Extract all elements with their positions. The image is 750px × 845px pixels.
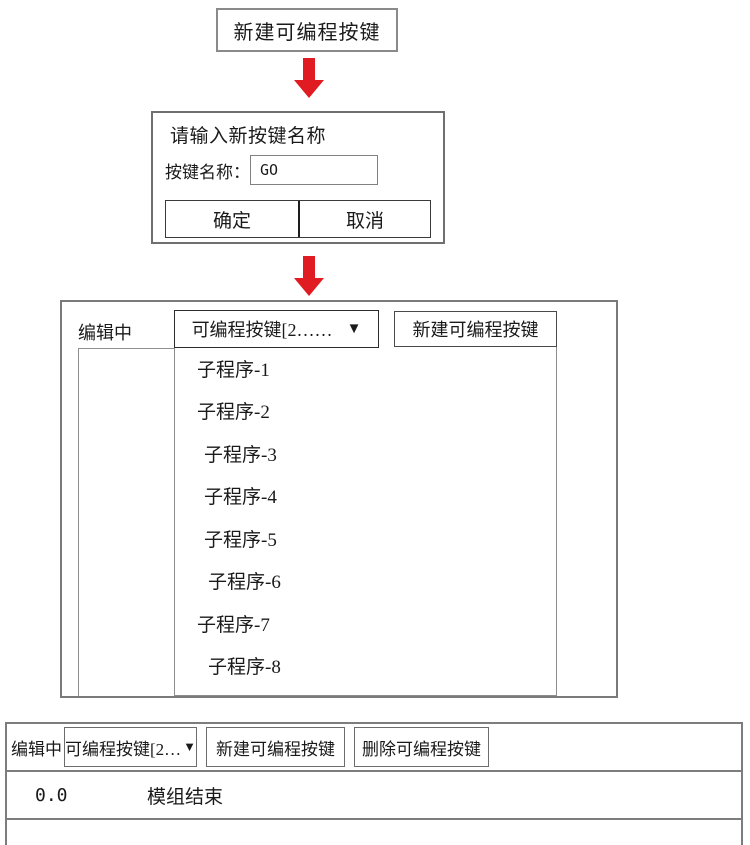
list-item-label: 子程序-1 [197,359,270,381]
chevron-down-icon: ▼ [346,320,362,337]
new-programmable-key-label: 新建可编程按键 [233,21,381,44]
programmable-key-dropdown[interactable]: 可编程按键[2…… ▼ [174,310,379,348]
arrow-down-icon [292,58,326,98]
list-item[interactable]: 子程序-7 [175,602,556,645]
key-name-input-value: GO [260,161,279,179]
arrow-shaft [303,256,315,278]
panel-status-label: 编辑中 [78,323,132,343]
programmable-key-dropdown-list[interactable]: 子程序-1 子程序-2 子程序-3 子程序-4 子程序-5 子程序-6 子程序-… [174,347,557,696]
confirm-button[interactable]: 确定 [166,201,298,237]
bottom-programmable-key-dropdown-value: 可编程按键[2… [64,739,182,759]
bottom-toolbar: 编辑中 可编程按键[2… ▼ 新建可编程按键 删除可编程按键 [5,722,743,772]
panel-new-programmable-key-label: 新建可编程按键 [412,320,539,340]
list-item[interactable]: 子程序-2 [175,390,556,433]
list-item-label: 子程序-5 [204,529,277,551]
dialog-button-bar: 确定 取消 [165,200,431,238]
list-item[interactable]: 子程序-8 [175,645,556,688]
arrow-shaft [303,58,315,80]
confirm-button-label: 确定 [212,210,251,232]
arrow-head [294,278,324,296]
arrow-down-icon [292,256,326,296]
list-item-label: 子程序-4 [204,487,277,509]
list-item[interactable]: 子程序-1 [175,347,556,390]
cancel-button-label: 取消 [345,210,384,232]
program-row-module-end[interactable]: 0.0 模组结束 [5,772,743,820]
panel-new-programmable-key-button[interactable]: 新建可编程按键 [394,311,557,347]
cancel-button[interactable]: 取消 [298,201,430,237]
bottom-new-programmable-key-label: 新建可编程按键 [216,739,335,759]
list-item-label: 子程序-8 [208,657,281,679]
list-item[interactable]: 子程序-3 [175,432,556,475]
list-item[interactable]: 子程序-5 [175,517,556,560]
bottom-delete-programmable-key-label: 删除可编程按键 [362,739,481,759]
list-item[interactable]: 子程序-6 [175,560,556,603]
key-name-field-row: 按键名称： GO [165,155,378,185]
program-row-empty[interactable] [5,820,743,845]
list-item-label: 子程序-2 [197,402,270,424]
new-key-name-dialog: 请输入新按键名称 按键名称： GO 确定 取消 [151,111,445,244]
list-item[interactable]: 子程序-4 [175,475,556,518]
panel-left-column [78,348,176,696]
key-name-label: 按键名称： [165,162,250,182]
list-item-label: 子程序-7 [197,614,270,636]
bottom-programmable-key-dropdown[interactable]: 可编程按键[2… ▼ [64,727,197,767]
bottom-section: 编辑中 可编程按键[2… ▼ 新建可编程按键 删除可编程按键 0.0 模组结束 [5,722,743,845]
arrow-head [294,80,324,98]
program-row-label: 模组结束 [147,786,224,808]
list-item-label: 子程序-6 [208,572,281,594]
key-name-input[interactable]: GO [250,155,378,185]
chevron-down-icon: ▼ [183,739,197,754]
program-row-value: 0.0 [35,784,68,806]
list-item-label: 子程序-3 [204,444,277,466]
bottom-new-programmable-key-button[interactable]: 新建可编程按键 [206,727,345,767]
bottom-status-label: 编辑中 [11,739,62,759]
editor-panel: 编辑中 可编程按键[2…… ▼ 新建可编程按键 子程序-1 子程序-2 子程序-… [60,300,618,698]
programmable-key-dropdown-value: 可编程按键[2…… [191,320,333,340]
new-programmable-key-button[interactable]: 新建可编程按键 [216,8,398,52]
bottom-delete-programmable-key-button[interactable]: 删除可编程按键 [354,727,489,767]
dialog-title: 请输入新按键名称 [170,126,327,147]
